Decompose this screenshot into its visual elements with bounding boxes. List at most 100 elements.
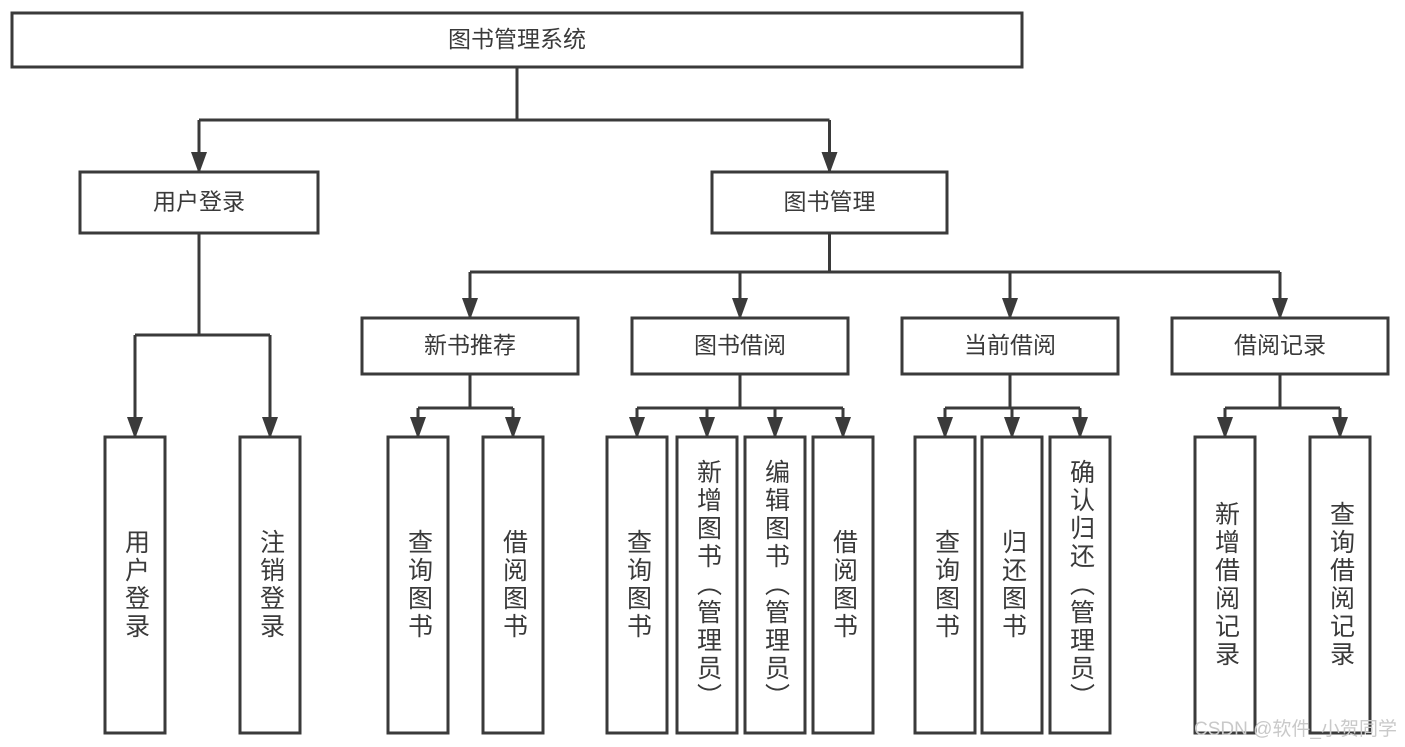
node-label-leaf-add-book: 新增图书（管理员） xyxy=(693,459,722,711)
node-user-login[interactable]: 用户登录 xyxy=(78,170,320,235)
node-label-user-login: 用户登录 xyxy=(153,189,245,215)
node-borrow-record[interactable]: 借阅记录 xyxy=(1170,316,1390,376)
node-box-leaf-add-book xyxy=(675,435,739,735)
node-box-user-login xyxy=(78,170,320,235)
edge-group-borrow-record xyxy=(1217,374,1348,439)
edges-layer xyxy=(127,67,1348,439)
node-label-leaf-add-record: 新增借阅记录 xyxy=(1211,501,1240,669)
node-box-leaf-query-record xyxy=(1308,435,1372,735)
node-box-root xyxy=(10,11,1024,69)
node-box-leaf-user-login xyxy=(103,435,167,735)
arrow-head xyxy=(732,298,748,320)
node-label-leaf-query-record: 查询借阅记录 xyxy=(1326,501,1355,669)
arrow-head xyxy=(1072,417,1088,439)
node-label-wrap-leaf-confirm-return: 确认归还（管理员） xyxy=(1066,459,1095,711)
node-label-wrap-leaf-query-book-cur: 查询图书 xyxy=(931,529,960,641)
node-box-leaf-borrow-book-rec xyxy=(481,435,545,735)
node-label-leaf-query-book-rec: 查询图书 xyxy=(404,529,433,641)
arrow-head xyxy=(821,152,838,174)
node-leaf-return-book[interactable]: 归还图书 xyxy=(980,435,1044,735)
nodes-layer: 图书管理系统用户登录图书管理新书推荐图书借阅当前借阅借阅记录用户登录注销登录查询… xyxy=(10,11,1390,735)
node-leaf-add-book[interactable]: 新增图书（管理员） xyxy=(675,435,739,735)
node-label-leaf-user-login: 用户登录 xyxy=(121,529,150,641)
node-box-leaf-borrow-book xyxy=(811,435,875,735)
node-leaf-query-book-cur[interactable]: 查询图书 xyxy=(913,435,977,735)
arrow-head xyxy=(1217,417,1233,439)
arrow-head xyxy=(629,417,645,439)
arrow-head xyxy=(462,298,478,320)
node-label-wrap-leaf-edit-book: 编辑图书（管理员） xyxy=(761,459,790,711)
node-book-manage[interactable]: 图书管理 xyxy=(710,170,949,235)
node-leaf-user-login[interactable]: 用户登录 xyxy=(103,435,167,735)
node-label-book-manage: 图书管理 xyxy=(784,189,876,215)
node-label-wrap-leaf-borrow-book-rec: 借阅图书 xyxy=(499,529,528,641)
edge-group-book-borrow xyxy=(629,374,851,439)
node-label-wrap-leaf-query-book-borrow: 查询图书 xyxy=(623,529,652,641)
node-root[interactable]: 图书管理系统 xyxy=(10,11,1024,69)
node-label-wrap-leaf-query-record: 查询借阅记录 xyxy=(1326,501,1355,669)
node-leaf-add-record[interactable]: 新增借阅记录 xyxy=(1193,435,1257,735)
edge-group-user-login xyxy=(127,233,278,439)
node-leaf-borrow-book-rec[interactable]: 借阅图书 xyxy=(481,435,545,735)
node-leaf-query-book-borrow[interactable]: 查询图书 xyxy=(605,435,669,735)
arrow-head xyxy=(767,417,783,439)
node-box-current-borrow xyxy=(900,316,1120,376)
node-leaf-query-record[interactable]: 查询借阅记录 xyxy=(1308,435,1372,735)
node-box-leaf-confirm-return xyxy=(1048,435,1112,735)
node-leaf-confirm-return[interactable]: 确认归还（管理员） xyxy=(1048,435,1112,735)
node-box-leaf-add-record xyxy=(1193,435,1257,735)
node-label-wrap-leaf-user-logout: 注销登录 xyxy=(256,529,285,641)
arrow-head xyxy=(410,417,426,439)
node-label-new-book-rec: 新书推荐 xyxy=(424,332,516,358)
arrow-head xyxy=(1004,417,1020,439)
node-label-leaf-edit-book: 编辑图书（管理员） xyxy=(761,459,790,711)
arrow-head xyxy=(1332,417,1348,439)
node-label-leaf-query-book-borrow: 查询图书 xyxy=(623,529,652,641)
node-box-leaf-return-book xyxy=(980,435,1044,735)
node-label-wrap-leaf-add-record: 新增借阅记录 xyxy=(1211,501,1240,669)
node-box-leaf-query-book-cur xyxy=(913,435,977,735)
node-leaf-user-logout[interactable]: 注销登录 xyxy=(238,435,302,735)
node-label-leaf-return-book: 归还图书 xyxy=(998,529,1027,641)
arrow-head xyxy=(699,417,715,439)
node-leaf-edit-book[interactable]: 编辑图书（管理员） xyxy=(743,435,807,735)
arrow-head xyxy=(262,417,278,439)
node-label-leaf-user-logout: 注销登录 xyxy=(256,529,285,641)
node-box-book-manage xyxy=(710,170,949,235)
arrow-head xyxy=(1272,298,1288,320)
node-label-borrow-record: 借阅记录 xyxy=(1234,332,1326,358)
node-label-wrap-leaf-return-book: 归还图书 xyxy=(998,529,1027,641)
arrow-head xyxy=(937,417,953,439)
node-box-leaf-query-book-borrow xyxy=(605,435,669,735)
arrow-head xyxy=(191,152,207,174)
node-label-wrap-leaf-user-login: 用户登录 xyxy=(121,529,150,641)
node-current-borrow[interactable]: 当前借阅 xyxy=(900,316,1120,376)
node-label-current-borrow: 当前借阅 xyxy=(964,332,1056,358)
node-label-leaf-borrow-book-rec: 借阅图书 xyxy=(499,529,528,641)
edge-group-book-manage xyxy=(462,233,1288,320)
node-box-new-book-rec xyxy=(360,316,580,376)
node-box-leaf-query-book-rec xyxy=(386,435,450,735)
node-label-leaf-borrow-book: 借阅图书 xyxy=(829,529,858,641)
node-box-leaf-edit-book xyxy=(743,435,807,735)
edge-group-new-book-rec xyxy=(410,374,521,439)
arrow-head xyxy=(127,417,143,439)
node-leaf-query-book-rec[interactable]: 查询图书 xyxy=(386,435,450,735)
node-label-leaf-query-book-cur: 查询图书 xyxy=(931,529,960,641)
node-book-borrow[interactable]: 图书借阅 xyxy=(630,316,850,376)
node-label-leaf-confirm-return: 确认归还（管理员） xyxy=(1066,459,1095,711)
node-box-leaf-user-logout xyxy=(238,435,302,735)
arrow-head xyxy=(505,417,521,439)
edge-group-root xyxy=(191,67,838,174)
node-label-wrap-leaf-borrow-book: 借阅图书 xyxy=(829,529,858,641)
node-label-book-borrow: 图书借阅 xyxy=(694,332,786,358)
node-box-book-borrow xyxy=(630,316,850,376)
node-label-root: 图书管理系统 xyxy=(448,26,586,52)
node-new-book-rec[interactable]: 新书推荐 xyxy=(360,316,580,376)
edge-group-current-borrow xyxy=(937,374,1088,439)
node-leaf-borrow-book[interactable]: 借阅图书 xyxy=(811,435,875,735)
node-label-wrap-leaf-add-book: 新增图书（管理员） xyxy=(693,459,722,711)
node-label-wrap-leaf-query-book-rec: 查询图书 xyxy=(404,529,433,641)
arrow-head xyxy=(835,417,851,439)
